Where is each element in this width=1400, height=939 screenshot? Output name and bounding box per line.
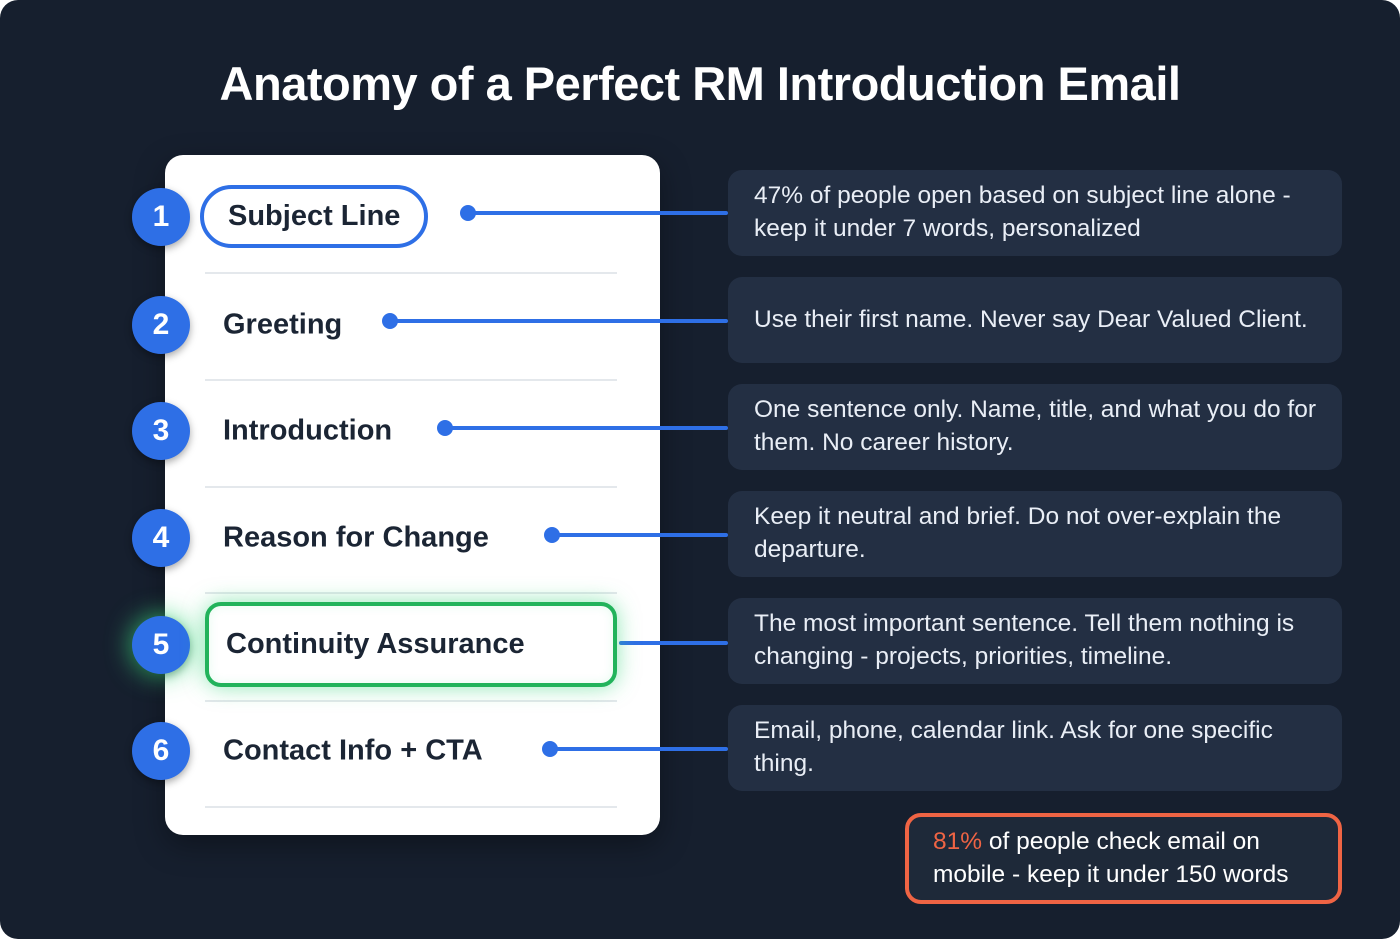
steps-card xyxy=(165,155,660,835)
connector-line xyxy=(468,211,728,215)
subject-line-highlight: Subject Line xyxy=(200,185,429,248)
infographic-title: Anatomy of a Perfect RM Introduction Ema… xyxy=(219,57,1181,110)
mobile-stat-callout: 81% of people check email on mobile - ke… xyxy=(905,813,1342,904)
step-number-badge: 1 xyxy=(132,188,190,246)
connector-line xyxy=(445,426,728,430)
note-card: 47% of people open based on subject line… xyxy=(728,170,1342,256)
note-text: Email, phone, calendar link. Ask for one… xyxy=(754,717,1273,777)
step-number-badge: 6 xyxy=(132,722,190,780)
step-label: Continuity Assurance xyxy=(226,628,525,660)
note-text: Use their first name. Never say Dear Val… xyxy=(754,305,1308,333)
step-number-badge: 3 xyxy=(132,402,190,460)
connector-dot xyxy=(460,205,476,221)
continuity-assurance-highlight: Continuity Assurance xyxy=(205,602,617,687)
row-divider xyxy=(205,379,617,381)
connector-dot xyxy=(437,420,453,436)
row-divider xyxy=(205,592,617,594)
step-label: Reason for Change xyxy=(223,521,489,554)
note-card: Keep it neutral and brief. Do not over-e… xyxy=(728,491,1342,577)
connector-line xyxy=(619,641,728,645)
note-text: The most important sentence. Tell them n… xyxy=(754,610,1295,670)
row-divider xyxy=(205,806,617,808)
stat-text: of people check email on mobile - keep i… xyxy=(933,827,1289,888)
connector-dot xyxy=(544,527,560,543)
row-divider xyxy=(205,272,617,274)
note-card: Use their first name. Never say Dear Val… xyxy=(728,277,1342,363)
step-label: Introduction xyxy=(223,414,393,447)
row-divider xyxy=(205,700,617,702)
stat-value: 81% xyxy=(933,827,983,855)
connector-line xyxy=(550,747,728,751)
note-card: One sentence only. Name, title, and what… xyxy=(728,384,1342,470)
note-text: One sentence only. Name, title, and what… xyxy=(754,396,1317,456)
connector-line xyxy=(552,533,728,537)
step-number-badge: 5 xyxy=(132,616,190,674)
connector-dot xyxy=(382,313,398,329)
callout-text: 81% of people check email on mobile - ke… xyxy=(933,826,1314,892)
step-number-badge: 2 xyxy=(132,296,190,354)
connector-line xyxy=(390,319,728,323)
note-card: Email, phone, calendar link. Ask for one… xyxy=(728,705,1342,791)
note-text: 47% of people open based on subject line… xyxy=(754,182,1291,242)
step-label: Subject Line xyxy=(228,200,401,232)
connector-dot xyxy=(542,741,558,757)
step-label: Greeting xyxy=(223,308,343,341)
note-text: Keep it neutral and brief. Do not over-e… xyxy=(754,503,1282,563)
row-divider xyxy=(205,486,617,488)
note-card: The most important sentence. Tell them n… xyxy=(728,598,1342,684)
step-number-badge: 4 xyxy=(132,509,190,567)
step-label: Contact Info + CTA xyxy=(223,734,483,767)
